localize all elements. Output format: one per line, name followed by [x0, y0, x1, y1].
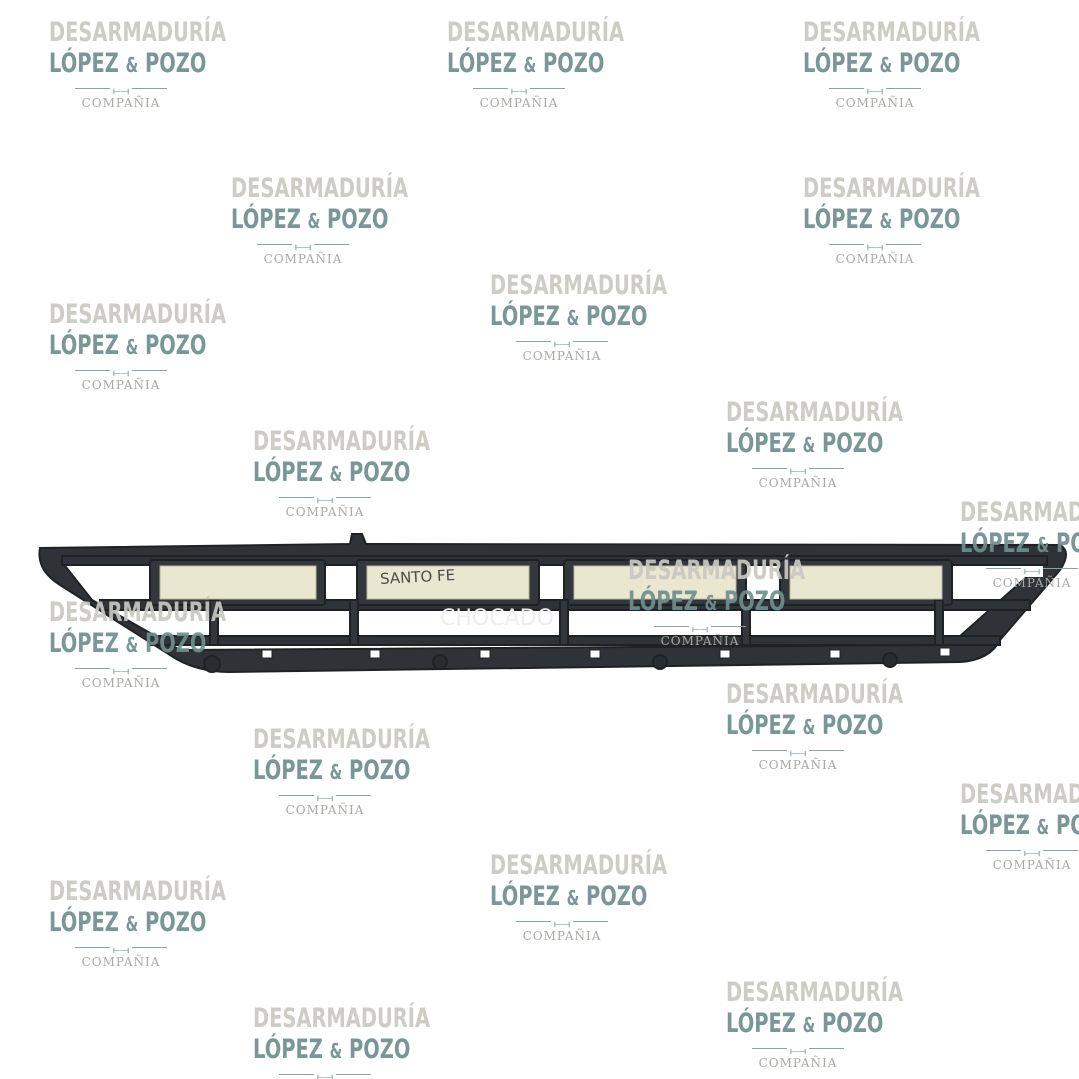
- fog-lamp-panels: [159, 565, 943, 600]
- handwriting-chocado: CHOCADO: [440, 606, 554, 631]
